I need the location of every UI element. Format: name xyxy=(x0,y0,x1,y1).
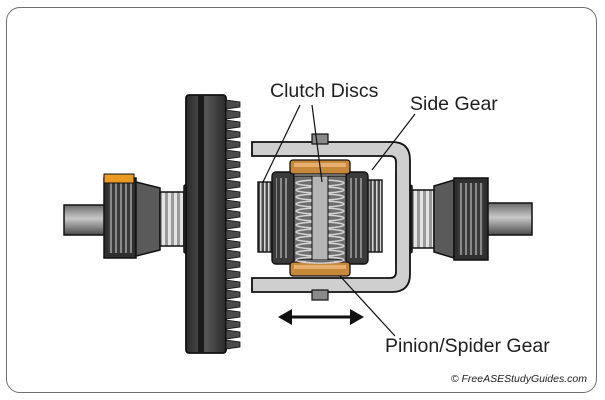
pinion-spider-gear-leader xyxy=(339,275,396,337)
side-gear-right xyxy=(345,171,369,265)
side-gear-leader xyxy=(371,113,416,171)
side-gear-left xyxy=(271,171,295,265)
center-gears xyxy=(293,175,347,264)
copyright-credit: © FreeASEStudyGuides.com xyxy=(450,373,587,385)
side-gear-label: Side Gear xyxy=(410,93,498,115)
clutch-pack-left xyxy=(257,181,273,253)
leader-lines xyxy=(262,104,416,337)
clutch-discs-leader-right xyxy=(311,104,323,183)
clutch-discs-leader-left xyxy=(262,104,301,183)
pinion-spider-gear-label: Pinion/Spider Gear xyxy=(385,335,550,357)
differential-case xyxy=(251,133,411,301)
double-arrow-icon xyxy=(278,309,364,325)
ring-gear-teeth xyxy=(225,99,241,350)
pinion-spider-gear-bottom xyxy=(289,261,351,277)
clutch-pack-right xyxy=(367,179,383,253)
right-axle-shaft xyxy=(486,202,533,236)
left-carrier-bearing xyxy=(103,173,197,264)
ring-gear xyxy=(185,94,241,354)
clutch-discs-label: Clutch Discs xyxy=(270,80,379,102)
